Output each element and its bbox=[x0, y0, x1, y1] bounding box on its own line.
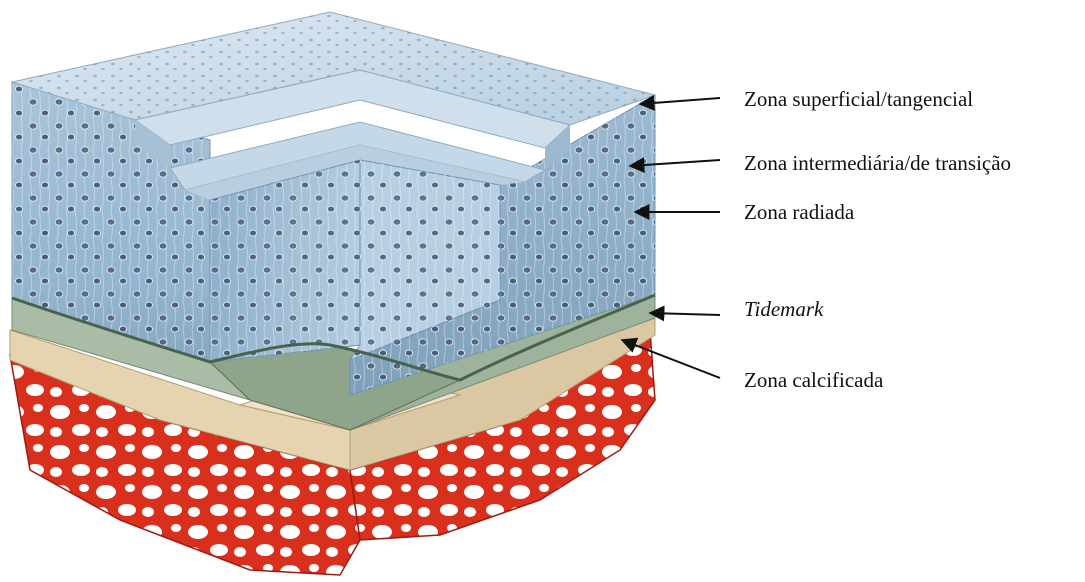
arrow-tidemark bbox=[650, 313, 720, 315]
label-zona-intermediaria: Zona intermediária/de transição bbox=[744, 153, 1011, 174]
label-zona-calcificada: Zona calcificada bbox=[744, 370, 883, 391]
label-zona-radiada: Zona radiada bbox=[744, 202, 854, 223]
label-tidemark: Tidemark bbox=[744, 299, 823, 320]
label-zona-superficial: Zona superficial/tangencial bbox=[744, 89, 973, 110]
